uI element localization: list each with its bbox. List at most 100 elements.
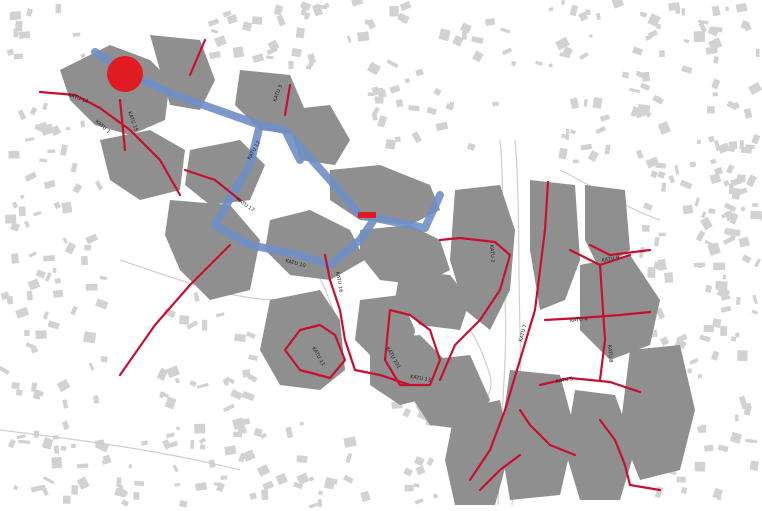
context-building (717, 142, 730, 154)
context-building (703, 324, 714, 333)
context-building (80, 120, 85, 128)
context-building (433, 493, 438, 499)
context-building (239, 417, 251, 426)
context-building (288, 60, 294, 70)
context-building (647, 267, 656, 278)
context-building (580, 143, 592, 151)
context-building (220, 475, 228, 480)
context-building (701, 424, 707, 433)
context-building (414, 456, 425, 467)
context-building (716, 286, 731, 300)
context-building (159, 391, 165, 399)
context-building (740, 206, 746, 212)
context-building (611, 0, 625, 9)
context-building (511, 61, 517, 67)
context-building (116, 477, 122, 488)
context-building (394, 136, 401, 143)
context-building (632, 46, 644, 56)
street-label: KATU 10 (284, 258, 306, 269)
context-building (461, 30, 467, 40)
context-building (707, 26, 719, 37)
context-building (707, 242, 721, 256)
context-building (31, 382, 38, 392)
context-building (62, 237, 68, 244)
context-building (83, 331, 97, 344)
context-building (84, 244, 92, 251)
context-building (251, 16, 263, 25)
context-building (713, 56, 719, 64)
context-building (33, 210, 42, 217)
context-building (42, 102, 48, 111)
context-building (750, 210, 762, 220)
context-building (44, 272, 52, 282)
context-building (343, 436, 357, 448)
context-building (15, 20, 23, 32)
context-building (128, 463, 133, 469)
context-building (6, 295, 14, 305)
context-building (634, 106, 647, 119)
context-building (256, 464, 271, 477)
context-building (172, 464, 179, 473)
context-building (647, 13, 661, 28)
context-building (94, 180, 103, 191)
context-building (413, 483, 420, 488)
context-building (459, 22, 472, 34)
context-building (32, 389, 42, 400)
station-marker (107, 56, 143, 92)
context-building (11, 201, 19, 209)
context-building (18, 30, 31, 39)
context-building (24, 330, 30, 336)
context-building (711, 78, 721, 90)
context-building (70, 305, 78, 316)
context-building (466, 142, 476, 151)
context-building (261, 489, 269, 501)
context-building (700, 211, 707, 219)
context-building (676, 476, 686, 483)
context-building (693, 31, 706, 43)
context-building (704, 444, 714, 452)
context-building (635, 70, 649, 80)
context-building (696, 139, 701, 145)
context-building (210, 28, 219, 34)
context-building (726, 100, 739, 111)
context-building (40, 123, 55, 136)
context-building (43, 255, 56, 262)
context-building (629, 87, 641, 94)
context-building (72, 32, 81, 37)
context-building (642, 225, 650, 232)
context-building (740, 146, 753, 154)
context-building (595, 12, 601, 21)
context-building (60, 144, 68, 156)
context-building (751, 134, 761, 145)
context-building (323, 481, 335, 490)
context-building (599, 114, 610, 122)
context-building (266, 46, 278, 56)
context-building (120, 499, 129, 507)
context-building (93, 395, 100, 404)
context-building (484, 18, 496, 27)
context-building (558, 147, 568, 160)
context-building (709, 172, 722, 184)
context-building (639, 11, 648, 18)
context-building (681, 8, 685, 16)
context-building (725, 6, 730, 12)
context-building (687, 368, 692, 374)
context-building (395, 98, 404, 108)
context-building (262, 480, 275, 491)
context-building (377, 89, 387, 99)
context-building (11, 381, 20, 390)
context-building (731, 188, 741, 200)
context-building (133, 491, 140, 500)
context-building (260, 432, 268, 439)
context-building (734, 414, 739, 422)
street-label: KATU 7 (518, 324, 528, 343)
context-building (242, 21, 253, 32)
context-building (40, 484, 49, 497)
context-building (644, 34, 653, 41)
context-building (583, 99, 588, 107)
context-building (700, 216, 713, 231)
context-building (314, 4, 322, 12)
context-building (587, 150, 599, 163)
context-building (604, 144, 611, 155)
context-building (654, 236, 660, 247)
